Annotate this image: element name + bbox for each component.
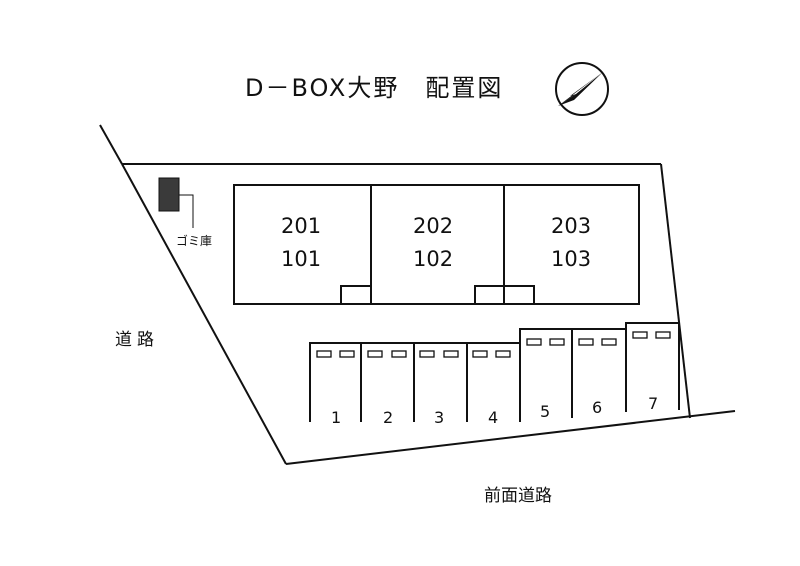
building bbox=[233, 184, 640, 305]
wheel-stops bbox=[316, 331, 671, 358]
unit-upper-number: 202 bbox=[413, 214, 453, 238]
parking-right-group bbox=[625, 322, 680, 412]
unit-lower-number: 103 bbox=[551, 247, 591, 271]
parking-number: 5 bbox=[540, 402, 550, 421]
unit-3: 203 103 bbox=[551, 214, 591, 271]
side-road-label: 道路 bbox=[115, 330, 159, 350]
unit-upper-number: 203 bbox=[551, 214, 591, 238]
plan-title: D－BOX大野 配置図 bbox=[245, 74, 503, 102]
parking-number: 1 bbox=[331, 408, 341, 427]
garbage-label: ゴミ庫 bbox=[176, 233, 212, 248]
garbage-shed bbox=[158, 177, 180, 212]
unit-upper-number: 201 bbox=[281, 214, 321, 238]
unit-lower-number: 102 bbox=[413, 247, 453, 271]
parking-number: 6 bbox=[592, 398, 602, 417]
parking-mid-group bbox=[519, 328, 626, 422]
unit-lower-number: 101 bbox=[281, 247, 321, 271]
front-road-label: 前面道路 bbox=[484, 486, 552, 506]
unit-2: 202 102 bbox=[413, 214, 453, 271]
unit-1: 201 101 bbox=[281, 214, 321, 271]
parking-number: 7 bbox=[648, 394, 658, 413]
north-arrow-icon bbox=[555, 62, 609, 116]
parking-number: 3 bbox=[434, 408, 444, 427]
site-boundary bbox=[99, 124, 736, 465]
parking-number: 4 bbox=[488, 408, 498, 427]
parking-left-group bbox=[309, 342, 520, 422]
parking-number: 2 bbox=[383, 408, 393, 427]
